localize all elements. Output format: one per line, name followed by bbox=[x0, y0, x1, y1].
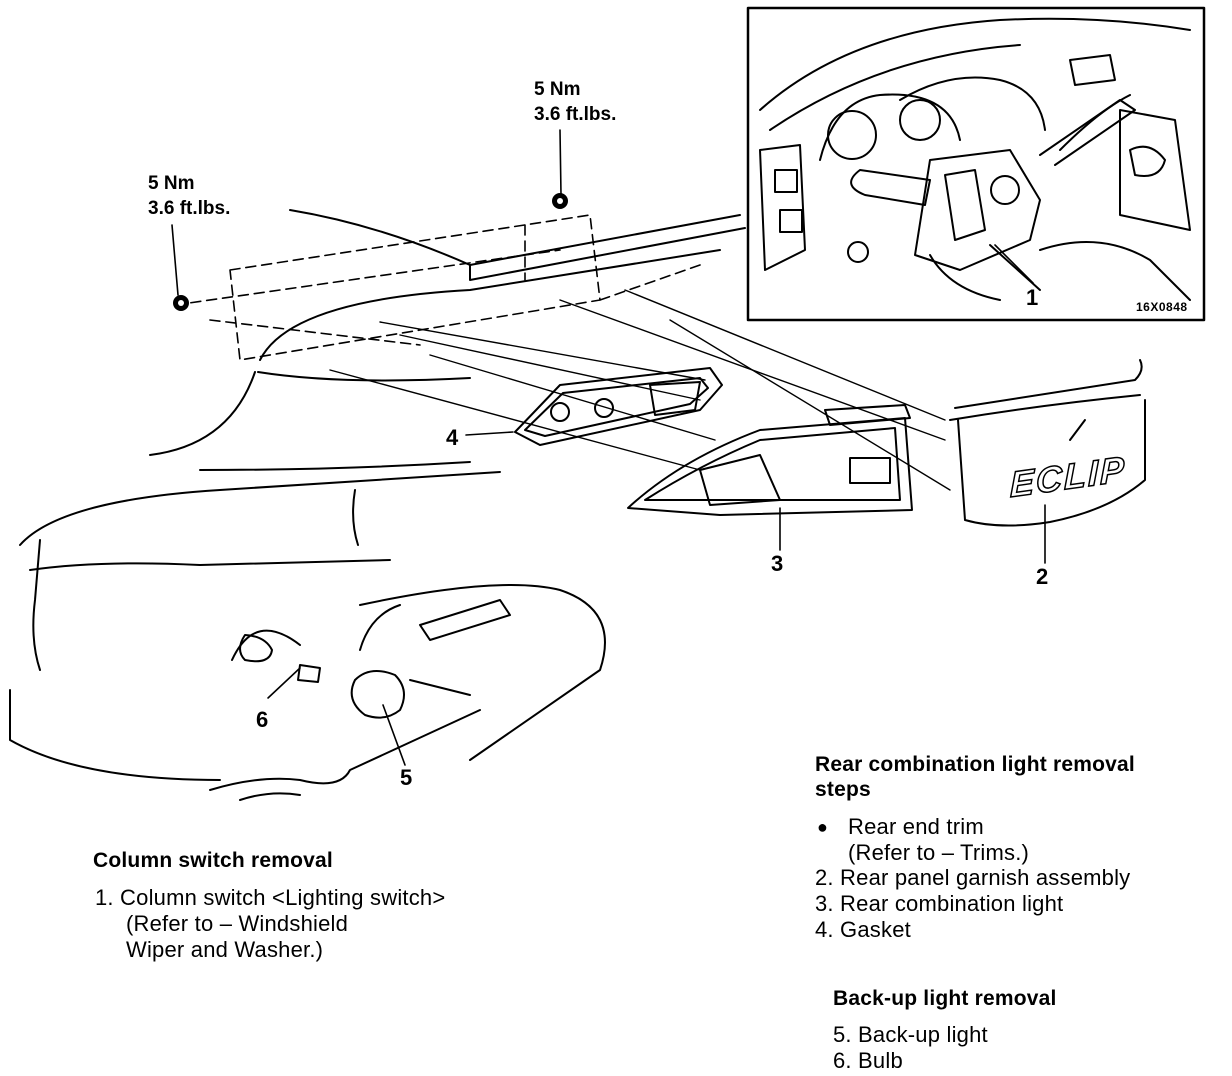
garnish-assembly bbox=[949, 359, 1146, 527]
mounting-plate bbox=[174, 214, 701, 361]
trunk-lid bbox=[257, 209, 746, 382]
torque-right-ftlbs: 3.6 ft.lbs. bbox=[534, 104, 617, 125]
callout-1: 1 bbox=[1026, 285, 1039, 310]
column-switch-step-1-ref: (Refer to – Windshield bbox=[126, 911, 349, 936]
callout-2: 2 bbox=[1036, 564, 1049, 589]
column-switch-step-1-ref2: Wiper and Washer.) bbox=[126, 937, 324, 962]
backup-light-heading: Back-up light removal bbox=[833, 987, 1057, 1010]
callout-5: 5 bbox=[400, 765, 413, 790]
rear-step-trim-ref: (Refer to – Trims.) bbox=[848, 840, 1030, 865]
column-switch-heading: Column switch removal bbox=[93, 849, 333, 872]
alignment-lines bbox=[329, 289, 951, 491]
callout-3: 3 bbox=[771, 551, 784, 576]
rear-combination-heading: Rear combination light removal bbox=[815, 753, 1135, 776]
rear-step-trim: Rear end trim bbox=[848, 814, 984, 839]
combination-light bbox=[627, 404, 913, 516]
inset-code: 16X0848 bbox=[1136, 300, 1188, 314]
backup-step-6: 6. Bulb bbox=[833, 1048, 903, 1073]
backup-step-5: 5. Back-up light bbox=[833, 1022, 988, 1047]
rear-step-3: 3. Rear combination light bbox=[815, 891, 1064, 916]
gasket bbox=[514, 367, 723, 446]
rear-step-bullet: ● bbox=[817, 817, 829, 837]
torque-right-nm: 5 Nm bbox=[534, 79, 581, 100]
callout-6: 6 bbox=[256, 707, 269, 732]
callout-4: 4 bbox=[446, 425, 459, 450]
callout-leaders bbox=[171, 129, 1046, 766]
torque-left-nm: 5 Nm bbox=[148, 173, 195, 194]
backup-light-parts bbox=[297, 664, 471, 719]
column-switch-inset bbox=[746, 6, 1206, 322]
car-body bbox=[9, 371, 606, 801]
torque-left-ftlbs: 3.6 ft.lbs. bbox=[148, 198, 231, 219]
rear-step-4: 4. Gasket bbox=[815, 917, 911, 942]
rear-combination-heading-2: steps bbox=[815, 778, 871, 801]
rear-step-2: 2. Rear panel garnish assembly bbox=[815, 865, 1131, 890]
bolt-icons bbox=[173, 193, 568, 311]
column-switch-step-1: 1. Column switch <Lighting switch> bbox=[95, 885, 446, 910]
